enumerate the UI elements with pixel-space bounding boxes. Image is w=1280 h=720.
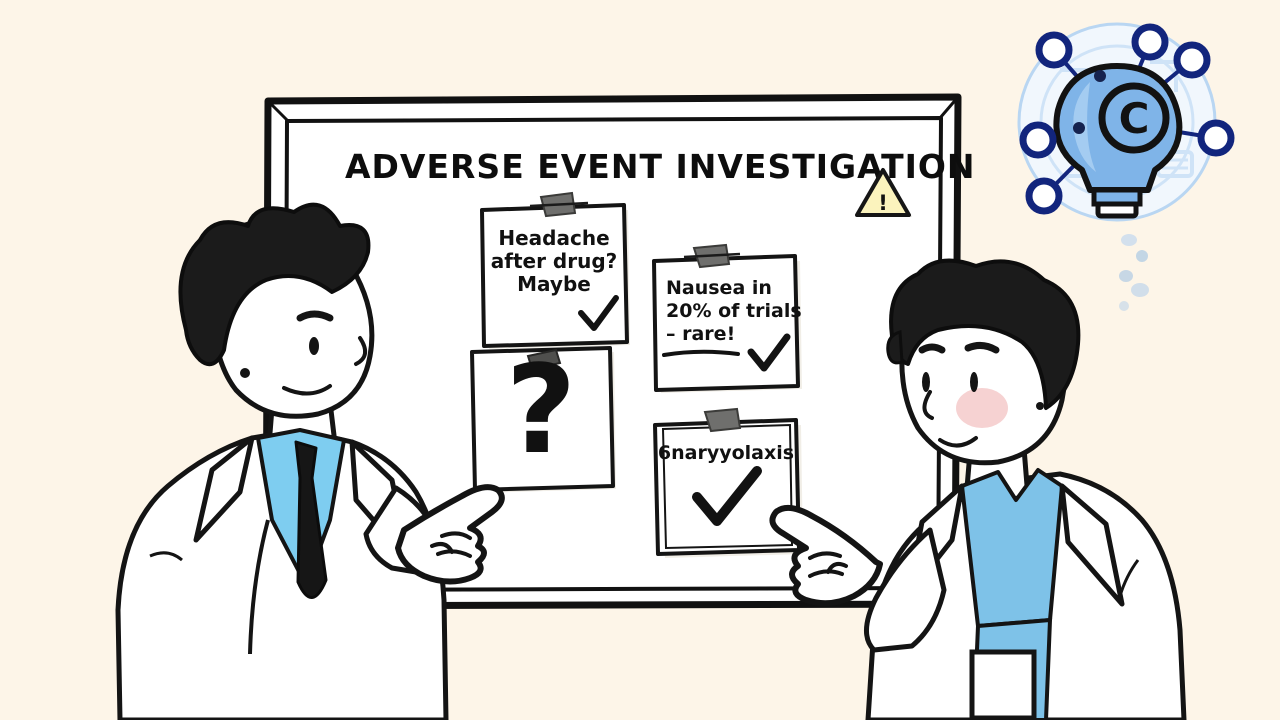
idea-badge-symbol-ring xyxy=(1098,82,1170,154)
doctor-left-pointing-hand xyxy=(395,484,505,585)
doctor-left-mouth xyxy=(282,384,332,396)
idea-badge-node-5 xyxy=(1019,121,1057,159)
idea-badge-node-1 xyxy=(1035,31,1073,69)
doctor-left-eyebrow xyxy=(296,310,334,322)
doctor-right-coat-fold xyxy=(1118,559,1140,597)
note-anaphylaxis-paper-edge xyxy=(661,423,794,550)
idea-badge-speck-4 xyxy=(1131,283,1149,297)
idea-badge-speck-3 xyxy=(1119,270,1133,282)
doctor-right-cheek xyxy=(956,388,1008,428)
note-nausea-check-icon xyxy=(747,333,791,372)
doctor-left-finger-fold-2 xyxy=(436,549,472,558)
doctor-right-finger-fold-2 xyxy=(808,569,844,578)
page-title: ADVERSE EVENT INVESTIGATION xyxy=(345,147,976,186)
list-item[interactable]: Nausea in 20% of trials – rare! xyxy=(652,243,802,393)
idea-badge-node-4 xyxy=(1197,119,1235,157)
doctor-right-coat-pocket xyxy=(969,649,1037,720)
note-nausea-line-3: – rare! xyxy=(666,323,735,345)
note-nausea-line-1: Nausea in xyxy=(666,277,772,299)
idea-badge-bulb-screw xyxy=(1095,201,1139,219)
note-headache-line-1: Headache xyxy=(498,226,609,250)
doctor-left-nose xyxy=(354,336,368,366)
note-nausea-paper xyxy=(652,254,800,392)
note-nausea-tape-line xyxy=(683,252,741,259)
note-headache-line-2: after drug? xyxy=(491,249,617,273)
doctor-right-pointing-hand xyxy=(769,504,883,607)
doctor-right-nose xyxy=(922,390,934,420)
warning-triangle xyxy=(855,168,911,217)
warning-exclamation-glyph: ! xyxy=(878,191,888,215)
list-item[interactable]: 6naryyolaxis xyxy=(653,407,803,558)
idea-badge-node-6 xyxy=(1025,177,1063,215)
note-question-tape xyxy=(526,348,562,371)
warning-icon[interactable]: ! xyxy=(855,168,912,217)
doctor-left-hair xyxy=(178,202,371,367)
note-nausea-underline xyxy=(662,349,740,357)
idea-badge-speck-2 xyxy=(1136,250,1148,262)
doctor-left-eye-near xyxy=(240,368,250,378)
doctor-right-lapel-right xyxy=(1059,483,1125,607)
note-anaphylaxis-line-1: 6naryyolaxis xyxy=(658,442,794,464)
doctor-left-coat-fold-2 xyxy=(149,551,183,562)
doctor-left-thumb xyxy=(430,542,454,554)
list-item[interactable]: Headache after drug? Maybe xyxy=(480,191,630,349)
idea-badge-bulb-top-dot xyxy=(1094,70,1106,82)
idea-badge-speck-1 xyxy=(1121,234,1137,246)
doctor-right-arm xyxy=(864,527,947,653)
frame-corner-tick-tl xyxy=(266,99,290,123)
note-headache-check-icon xyxy=(578,295,619,331)
doctor-right-eye-left xyxy=(922,372,930,392)
note-headache-tape-line xyxy=(529,201,589,208)
note-anaphylaxis-check-icon xyxy=(692,466,762,526)
doctor-right-hand-palm xyxy=(769,504,883,607)
doctor-right-eyebrow-right xyxy=(964,341,1000,354)
doctor-left-coat-fold xyxy=(248,519,270,655)
frame-corner-tick-tr xyxy=(938,96,960,119)
doctor-right-eye-right xyxy=(970,372,978,392)
note-nausea-line-2: 20% of trials xyxy=(666,300,802,322)
doctor-right-hair-sideburn xyxy=(886,330,904,365)
idea-badge-speck-5 xyxy=(1119,301,1129,311)
doctor-left-eye-far xyxy=(309,337,319,355)
doctor-right-eyebrow-left xyxy=(918,343,946,354)
note-anaphylaxis-tape xyxy=(703,407,742,433)
note-headache-line-3: Maybe xyxy=(517,272,591,296)
doctor-right-ear-dot xyxy=(1036,402,1044,410)
doctor-right-finger-fold-1 xyxy=(808,551,842,560)
idea-badge-node-3 xyxy=(1173,41,1211,79)
idea-badge-bulb-dot xyxy=(1073,122,1085,134)
doctor-right-hair xyxy=(889,258,1081,410)
note-question-glyph: ? xyxy=(506,339,577,481)
note-question-paper xyxy=(470,346,615,492)
doctor-left-finger-fold-1 xyxy=(440,531,472,540)
idea-badge-node-2 xyxy=(1131,23,1169,61)
doctor-left-lapel-left xyxy=(193,435,255,543)
doctor-right-mouth xyxy=(938,436,978,448)
list-item[interactable]: ? xyxy=(470,339,616,493)
doctor-right-thumb xyxy=(826,562,848,574)
doctor-left-tie xyxy=(294,440,328,599)
idea-badge-symbol-glyph: C xyxy=(1119,94,1150,143)
note-headache-paper xyxy=(480,203,629,348)
